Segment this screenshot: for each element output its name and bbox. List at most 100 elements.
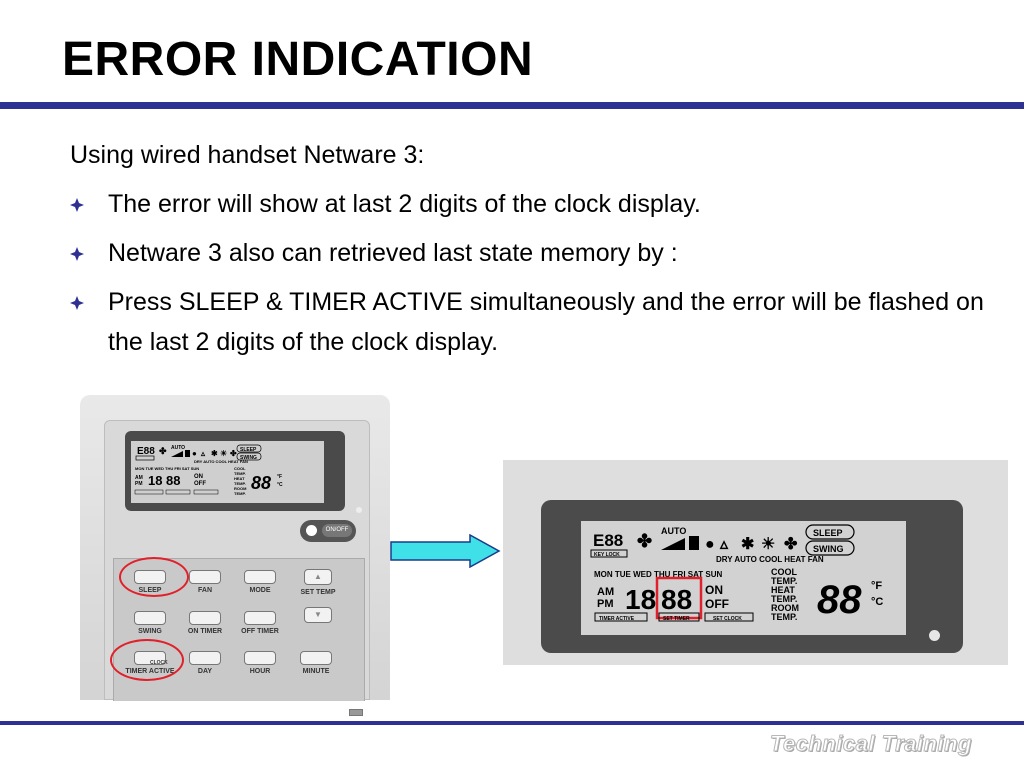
sun-icon: ☀ bbox=[220, 449, 227, 458]
svg-text:OFF: OFF bbox=[194, 481, 206, 487]
bullet-item: Netware 3 also can retrieved last state … bbox=[70, 233, 990, 273]
svg-text:DRY AUTO COOL HEAT FAN: DRY AUTO COOL HEAT FAN bbox=[716, 555, 824, 564]
svg-text:OFF: OFF bbox=[705, 597, 729, 611]
key-label: DAY bbox=[197, 668, 213, 675]
fan-icon: ✤ bbox=[637, 531, 652, 551]
handset-lcd: E88 ✤ AUTO ● ▵ ✱ ☀ ✤ SLEEP SWING DRY AUT… bbox=[131, 441, 324, 503]
svg-text:88: 88 bbox=[817, 578, 862, 622]
svg-text:SWING: SWING bbox=[240, 455, 257, 461]
drop-icon: ● bbox=[705, 536, 715, 553]
timer-active-highlight-circle bbox=[110, 639, 184, 681]
svg-text:18: 18 bbox=[625, 584, 656, 615]
footer-brand: Technical Training bbox=[769, 731, 972, 757]
handset-lcd-bezel: E88 ✤ AUTO ● ▵ ✱ ☀ ✤ SLEEP SWING DRY AUT… bbox=[125, 431, 362, 513]
svg-text:KEY LOCK: KEY LOCK bbox=[594, 552, 620, 558]
bullet-item: The error will show at last 2 digits of … bbox=[70, 184, 990, 224]
svg-text:AM: AM bbox=[597, 586, 614, 598]
hour-key[interactable] bbox=[244, 651, 276, 665]
key-label: ON TIMER bbox=[187, 628, 223, 635]
lcd-error-code: E88 bbox=[137, 446, 155, 457]
svg-text:ROOM: ROOM bbox=[771, 603, 799, 613]
bullet-text: Press SLEEP & TIMER ACTIVE simultaneousl… bbox=[108, 288, 984, 356]
svg-text:SET TIMER: SET TIMER bbox=[663, 616, 690, 622]
fan-key[interactable] bbox=[189, 570, 221, 584]
svg-text:°F: °F bbox=[277, 474, 282, 480]
snowflake-icon: ✱ bbox=[741, 536, 754, 553]
svg-text:SLEEP: SLEEP bbox=[813, 528, 843, 538]
diamond-bullet-icon bbox=[70, 282, 108, 362]
wired-handset-photo: E88 ✤ AUTO ● ▵ ✱ ☀ ✤ SLEEP SWING DRY AUT… bbox=[80, 395, 390, 716]
svg-text:PM: PM bbox=[597, 598, 614, 610]
svg-text:TEMP.: TEMP. bbox=[771, 594, 797, 604]
snowflake-icon: ✱ bbox=[211, 449, 218, 458]
svg-text:MON TUE WED THU FRI SAT SUN: MON TUE WED THU FRI SAT SUN bbox=[135, 466, 199, 471]
key-label: OFF TIMER bbox=[241, 628, 279, 635]
fan-icon-2: ✤ bbox=[230, 449, 237, 458]
svg-text:°C: °C bbox=[277, 482, 283, 488]
svg-text:SWING: SWING bbox=[813, 544, 844, 554]
temp-up-key[interactable]: ▲ bbox=[304, 569, 332, 585]
svg-text:88: 88 bbox=[166, 473, 180, 488]
svg-text:18: 18 bbox=[148, 473, 162, 488]
svg-text:AUTO: AUTO bbox=[661, 526, 686, 536]
error-digits-highlight bbox=[655, 576, 703, 620]
key-label: SET TEMP bbox=[300, 589, 336, 596]
swing-key[interactable] bbox=[134, 611, 166, 625]
svg-text:PM: PM bbox=[135, 481, 143, 487]
svg-text:TEMP.: TEMP. bbox=[234, 481, 246, 486]
svg-text:SET CLOCK: SET CLOCK bbox=[713, 616, 742, 622]
zoom-error-code: E88 bbox=[593, 531, 623, 550]
svg-text:ON: ON bbox=[194, 474, 203, 480]
svg-text:COOL: COOL bbox=[771, 567, 798, 577]
diamond-bullet-icon bbox=[70, 184, 108, 224]
minute-key[interactable] bbox=[300, 651, 332, 665]
slide-title: ERROR INDICATION bbox=[62, 33, 534, 86]
svg-text:88: 88 bbox=[251, 473, 271, 493]
on-timer-key[interactable] bbox=[189, 611, 221, 625]
on-off-button[interactable]: ON/OFF bbox=[300, 520, 356, 542]
svg-text:HEAT: HEAT bbox=[771, 585, 795, 595]
diamond-bullet-icon bbox=[70, 233, 108, 273]
svg-text:TEMP.: TEMP. bbox=[234, 491, 246, 496]
sleep-highlight-circle bbox=[119, 557, 189, 597]
svg-text:TEMP.: TEMP. bbox=[771, 612, 797, 622]
on-off-label: ON/OFF bbox=[322, 524, 352, 537]
fan-icon: ✤ bbox=[159, 446, 167, 456]
right-arrow-icon bbox=[390, 533, 502, 573]
key-label: SWING bbox=[138, 628, 162, 635]
zoomed-display-photo: E88 KEY LOCK ✤ AUTO ● ▵ ✱ ☀ ✤ SLEEP SWIN… bbox=[503, 460, 1008, 665]
svg-text:DRY AUTO COOL HEAT FAN: DRY AUTO COOL HEAT FAN bbox=[194, 459, 248, 464]
svg-text:SLEEP: SLEEP bbox=[240, 447, 257, 453]
zoomed-lcd-bezel: E88 KEY LOCK ✤ AUTO ● ▵ ✱ ☀ ✤ SLEEP SWIN… bbox=[541, 500, 963, 653]
triangle-icon: ▵ bbox=[719, 536, 729, 553]
svg-text:TEMP.: TEMP. bbox=[234, 471, 246, 476]
off-timer-key[interactable] bbox=[244, 611, 276, 625]
title-rule bbox=[0, 102, 1024, 109]
power-indicator-icon bbox=[306, 525, 317, 536]
svg-text:AM: AM bbox=[135, 475, 143, 481]
svg-text:°C: °C bbox=[871, 596, 883, 608]
svg-text:TIMER ACTIVE: TIMER ACTIVE bbox=[599, 616, 635, 622]
svg-text:TEMP.: TEMP. bbox=[771, 576, 797, 586]
slider-knob bbox=[349, 709, 363, 716]
status-led bbox=[356, 507, 362, 513]
svg-text:ON: ON bbox=[705, 583, 723, 597]
fan-icon-2: ✤ bbox=[784, 536, 798, 553]
svg-text:HEAT: HEAT bbox=[234, 476, 245, 481]
mode-key[interactable] bbox=[244, 570, 276, 584]
handset-body: E88 ✤ AUTO ● ▵ ✱ ☀ ✤ SLEEP SWING DRY AUT… bbox=[104, 420, 370, 716]
svg-text:AUTO: AUTO bbox=[171, 445, 185, 451]
sun-icon: ☀ bbox=[761, 536, 775, 553]
bullet-text: Netware 3 also can retrieved last state … bbox=[108, 239, 678, 267]
footer-rule bbox=[0, 721, 1024, 725]
day-key[interactable] bbox=[189, 651, 221, 665]
status-led bbox=[929, 630, 940, 641]
intro-text: Using wired handset Netware 3: bbox=[70, 141, 425, 169]
svg-text:MON TUE WED THU FRI SAT SUN: MON TUE WED THU FRI SAT SUN bbox=[594, 570, 723, 579]
key-label: FAN bbox=[198, 587, 212, 594]
bullet-item: Press SLEEP & TIMER ACTIVE simultaneousl… bbox=[70, 282, 990, 362]
svg-text:ROOM: ROOM bbox=[234, 486, 247, 491]
svg-text:88: 88 bbox=[661, 584, 692, 615]
temp-down-key[interactable]: ▼ bbox=[304, 607, 332, 623]
zoomed-lcd: E88 KEY LOCK ✤ AUTO ● ▵ ✱ ☀ ✤ SLEEP SWIN… bbox=[581, 521, 906, 635]
